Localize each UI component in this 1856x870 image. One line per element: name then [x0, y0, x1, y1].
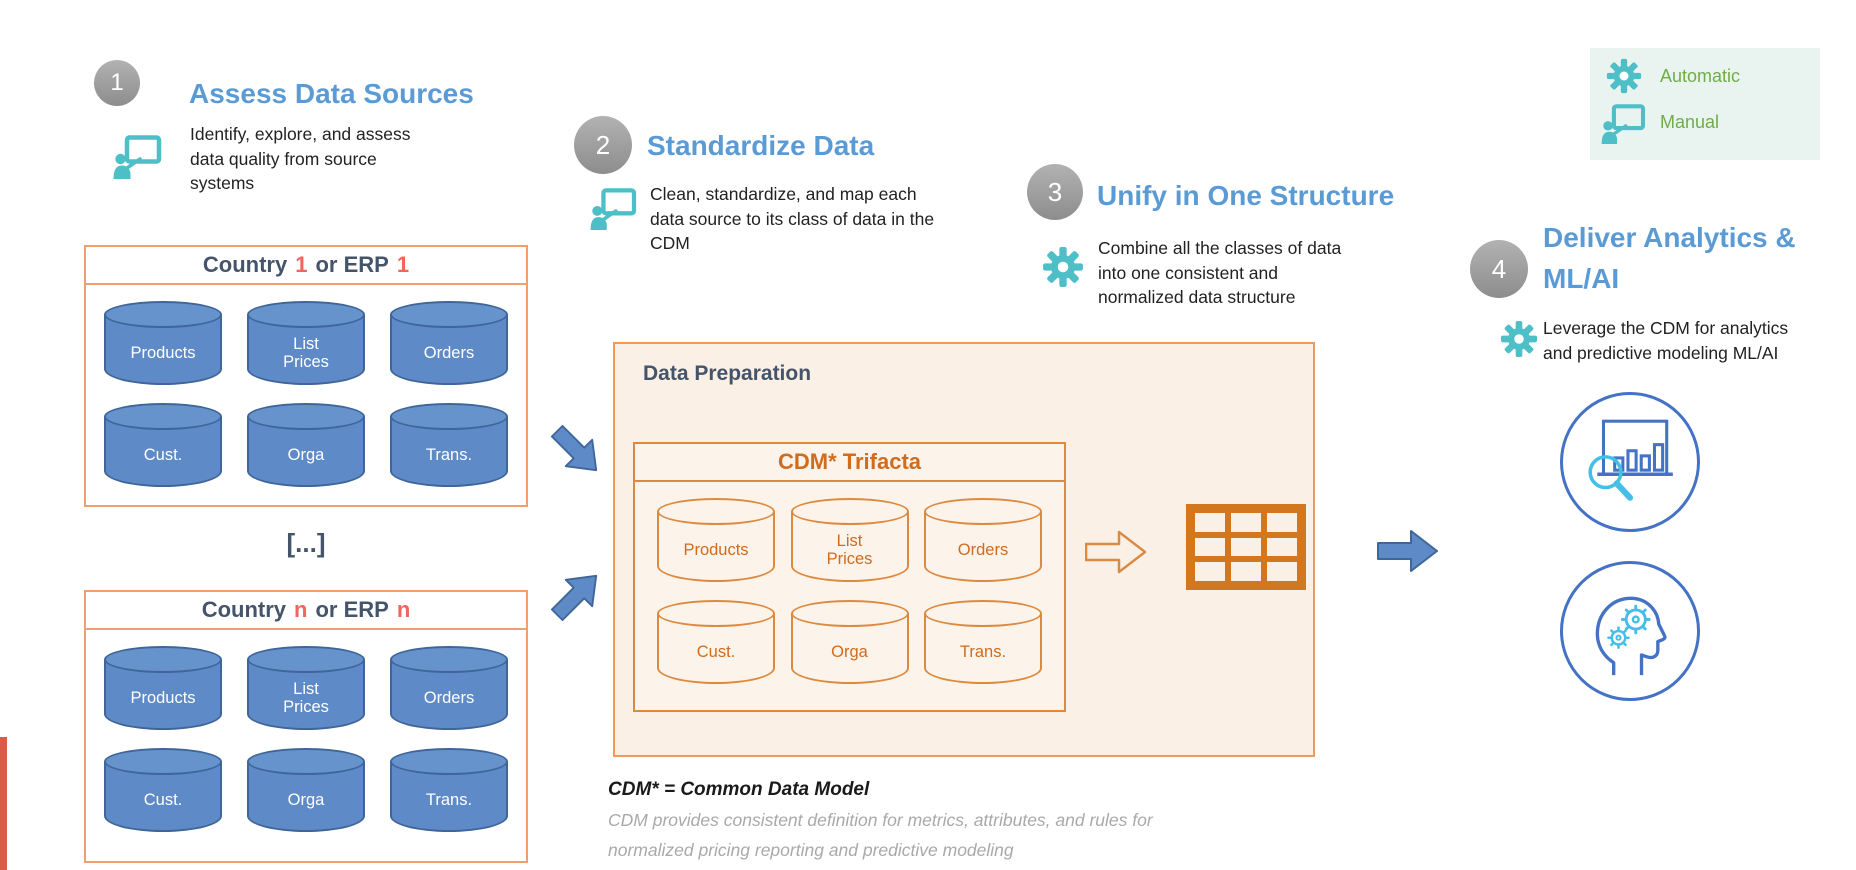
- database-cylinder: Orders: [390, 646, 508, 730]
- country-n-box-title: Country n or ERP n: [86, 592, 526, 630]
- legend-manual-label: Manual: [1660, 112, 1720, 132]
- step-2-number-badge: 2: [574, 116, 632, 174]
- legend-automatic-label: Automatic: [1660, 66, 1741, 86]
- analytics-chart-icon: [1560, 392, 1700, 532]
- database-cylinder: Orders: [924, 498, 1042, 582]
- step-4-title: Deliver Analytics & ML/AI: [1543, 222, 1796, 294]
- manual-presenter-icon: [112, 135, 162, 179]
- step-2-number: 2: [595, 129, 611, 160]
- cylinder-grid: Products List Prices Orders Cust. Orga T…: [86, 630, 526, 832]
- step-3-number: 3: [1047, 176, 1063, 207]
- database-cylinder: List Prices: [247, 646, 365, 730]
- country-1-box-title: Country 1 or ERP 1: [86, 247, 526, 285]
- title-number: n: [294, 597, 308, 622]
- title-number: n: [396, 597, 411, 622]
- step-3-title: Unify in One Structure: [1097, 180, 1395, 211]
- step-4-number: 4: [1491, 253, 1507, 284]
- step-3-number-badge: 3: [1027, 164, 1083, 220]
- country-1-source-box: Country 1 or ERP 1 Products List Prices …: [84, 245, 528, 507]
- database-cylinder: List Prices: [790, 498, 909, 582]
- gear-icon: [1042, 246, 1084, 288]
- manual-presenter-icon: [589, 188, 637, 230]
- flow-arrow-right: [1376, 528, 1440, 574]
- cdm-footnote-line1: CDM provides consistent definition for m…: [608, 810, 1153, 830]
- database-cylinder: Orga: [247, 748, 365, 832]
- cdm-footnote-heading: CDM* = Common Data Model: [608, 779, 870, 800]
- title-number: 1: [295, 252, 308, 277]
- database-cylinder: Trans.: [390, 403, 508, 487]
- step-2-description: Clean, standardize, and map each data so…: [650, 184, 935, 253]
- title-word: Country: [202, 252, 288, 277]
- title-number: 1: [396, 252, 410, 277]
- manual-presenter-icon: [1600, 104, 1646, 144]
- step-1-description: Identify, explore, and assess data quali…: [190, 124, 411, 193]
- step-3-description: Combine all the classes of data into one…: [1098, 238, 1342, 307]
- hollow-arrow-right: [1085, 529, 1147, 575]
- database-cylinder: Cust.: [104, 748, 222, 832]
- database-cylinder: Orders: [390, 301, 508, 385]
- gear-icon: [1606, 58, 1642, 94]
- database-cylinder: Orga: [790, 600, 909, 684]
- step-4-number-badge: 4: [1470, 240, 1528, 298]
- step-1-number-badge: 1: [94, 60, 140, 106]
- title-word: Country: [201, 597, 287, 622]
- left-edge-accent-strip: [0, 737, 7, 870]
- cylinder-grid: Products List Prices Orders Cust. Orga T…: [635, 482, 1064, 684]
- step-4-description: Leverage the CDM for analytics and predi…: [1543, 318, 1789, 363]
- cdm-trifacta-box: CDM* Trifacta Products List Prices Order…: [633, 442, 1066, 712]
- database-cylinder: Products: [657, 498, 775, 582]
- flow-arrow-down-right: [540, 414, 614, 488]
- title-word: or ERP: [315, 597, 389, 622]
- database-cylinder: Products: [104, 301, 222, 385]
- title-word: or ERP: [315, 252, 389, 277]
- cdm-footnote-line2: normalized pricing reporting and predict…: [608, 840, 1014, 860]
- step-2-title: Standardize Data: [647, 130, 875, 161]
- gear-icon: [1500, 320, 1538, 358]
- database-cylinder: Cust.: [104, 403, 222, 487]
- data-preparation-title: Data Preparation: [643, 362, 812, 385]
- database-cylinder: Products: [104, 646, 222, 730]
- cylinder-grid: Products List Prices Orders Cust. Orga T…: [86, 285, 526, 487]
- more-sources-ellipsis: [...]: [286, 528, 326, 558]
- country-n-source-box: Country n or ERP n Products List Prices …: [84, 590, 528, 863]
- step-1-title: Assess Data Sources: [189, 78, 474, 109]
- flow-arrow-up-right: [540, 558, 614, 632]
- step-1-number: 1: [110, 69, 124, 96]
- database-cylinder: Trans.: [924, 600, 1042, 684]
- database-cylinder: List Prices: [247, 301, 365, 385]
- unified-table-icon: [1186, 504, 1306, 590]
- cdm-trifacta-title: CDM* Trifacta: [635, 444, 1064, 482]
- database-cylinder: Orga: [247, 403, 365, 487]
- database-cylinder: Cust.: [657, 600, 775, 684]
- database-cylinder: Trans.: [390, 748, 508, 832]
- ml-ai-head-gears-icon: [1560, 561, 1700, 701]
